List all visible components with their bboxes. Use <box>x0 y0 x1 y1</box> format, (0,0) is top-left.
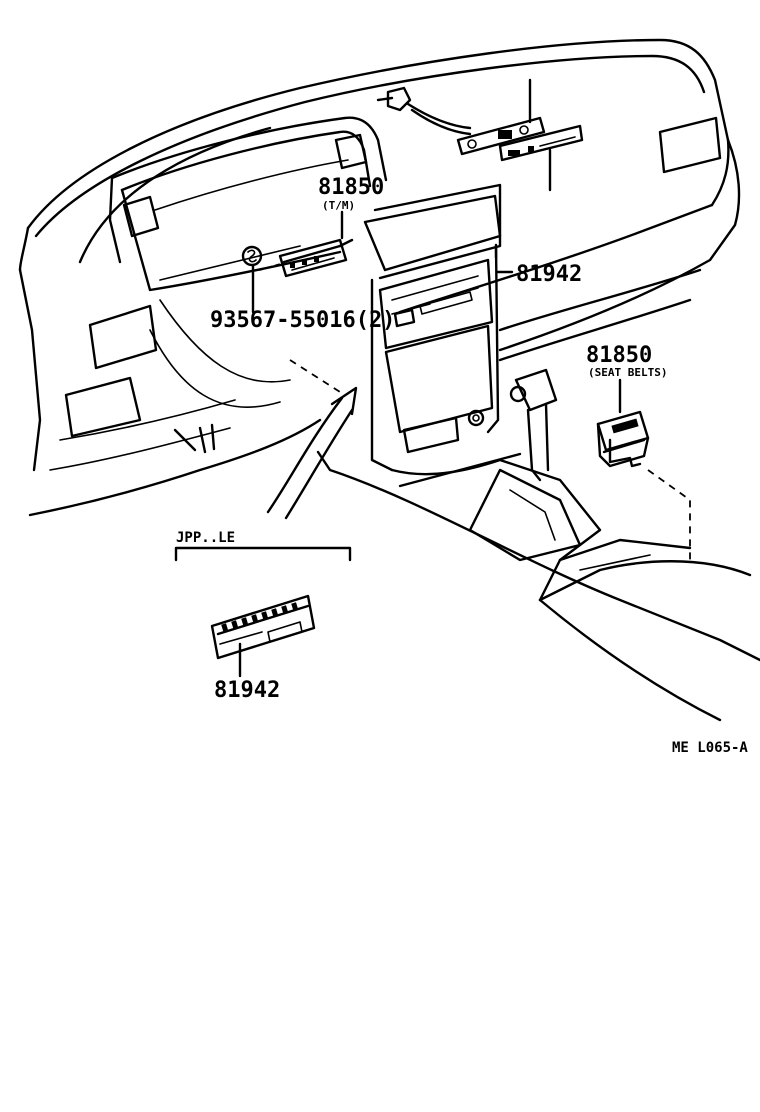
tm-switch <box>259 210 354 278</box>
seatbelt-switch <box>596 378 691 560</box>
screw-symbol <box>241 245 263 314</box>
part-number-81850-seatbelts: 81850 <box>586 343 652 368</box>
bolt-part-number: 93567-55016(2) <box>210 308 395 333</box>
dashboard-outline <box>18 38 741 517</box>
part-number-81850-tm: 81850 <box>318 175 384 200</box>
drawing-code: ME L065-A <box>672 740 748 756</box>
top-switch-assembly <box>376 78 584 192</box>
inset-control-panel <box>210 594 316 678</box>
center-stack <box>363 183 502 472</box>
part-number-81942-inset: 81942 <box>214 678 280 703</box>
part-note-tm: (T/M) <box>322 199 355 212</box>
leader-lines <box>494 244 514 274</box>
floor-console <box>316 368 760 722</box>
part-note-seatbelts: (SEAT BELTS) <box>588 366 667 379</box>
instrument-cluster <box>108 116 388 292</box>
inset-bracket <box>174 546 352 562</box>
right-panels <box>498 116 722 362</box>
part-number-81942-main: 81942 <box>516 262 582 287</box>
region-label: JPP..LE <box>176 530 235 546</box>
left-panels <box>64 299 291 454</box>
callout-arrow <box>266 359 358 520</box>
